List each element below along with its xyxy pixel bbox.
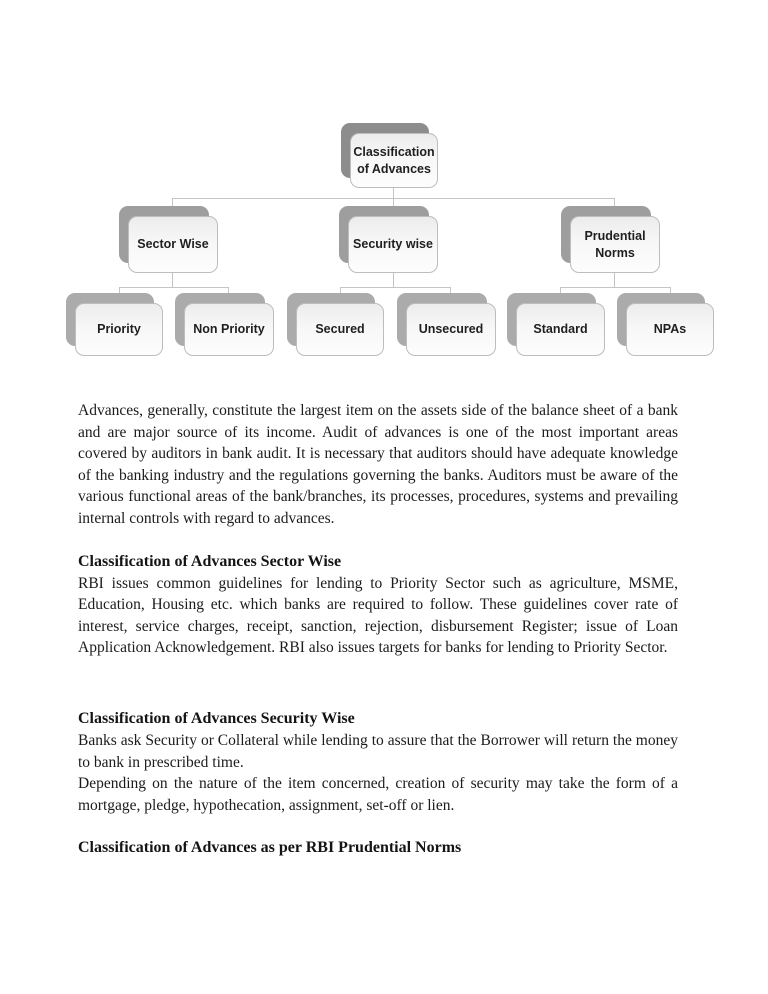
- security-wise-paragraph-2: Depending on the nature of the item conc…: [78, 775, 678, 814]
- heading-prudential-norms: Classification of Advances as per RBI Pr…: [78, 839, 462, 857]
- diagram-node-standard: Standard: [507, 293, 605, 356]
- node-label: Classification of Advances: [350, 133, 438, 188]
- heading-sector-wise: Classification of Advances Sector Wise: [78, 552, 342, 570]
- intro-paragraph: Advances, generally, constitute the larg…: [78, 402, 678, 527]
- node-label: Sector Wise: [128, 216, 218, 273]
- diagram-node-classification-of-advances: Classification of Advances: [341, 123, 438, 188]
- diagram-node-security-wise: Security wise: [339, 206, 438, 273]
- node-label: NPAs: [626, 303, 714, 356]
- node-label: Secured: [296, 303, 384, 356]
- diagram-node-npas: NPAs: [617, 293, 714, 356]
- diagram-node-non-priority: Non Priority: [175, 293, 274, 356]
- connector-line: [614, 273, 615, 287]
- node-label: Security wise: [348, 216, 438, 273]
- node-label: Non Priority: [184, 303, 274, 356]
- connector-line: [393, 188, 394, 198]
- connector-line: [172, 198, 615, 199]
- node-label: Unsecured: [406, 303, 496, 356]
- security-wise-paragraph-1: Banks ask Security or Collateral while l…: [78, 731, 678, 771]
- diagram-node-unsecured: Unsecured: [397, 293, 496, 356]
- heading-security-wise: Classification of Advances Security Wise: [78, 709, 355, 727]
- connector-line: [119, 287, 229, 288]
- document-body: Advances, generally, constitute the larg…: [78, 400, 678, 859]
- node-label: Prudential Norms: [570, 216, 660, 273]
- diagram-node-sector-wise: Sector Wise: [119, 206, 218, 273]
- connector-line: [340, 287, 451, 288]
- connector-line: [172, 273, 173, 287]
- node-label: Priority: [75, 303, 163, 356]
- sector-wise-paragraph: RBI issues common guidelines for lending…: [78, 574, 678, 657]
- node-label: Standard: [516, 303, 605, 356]
- connector-line: [560, 287, 671, 288]
- diagram-node-priority: Priority: [66, 293, 163, 356]
- diagram-node-secured: Secured: [287, 293, 384, 356]
- connector-line: [393, 273, 394, 287]
- diagram-node-prudential-norms: Prudential Norms: [561, 206, 660, 273]
